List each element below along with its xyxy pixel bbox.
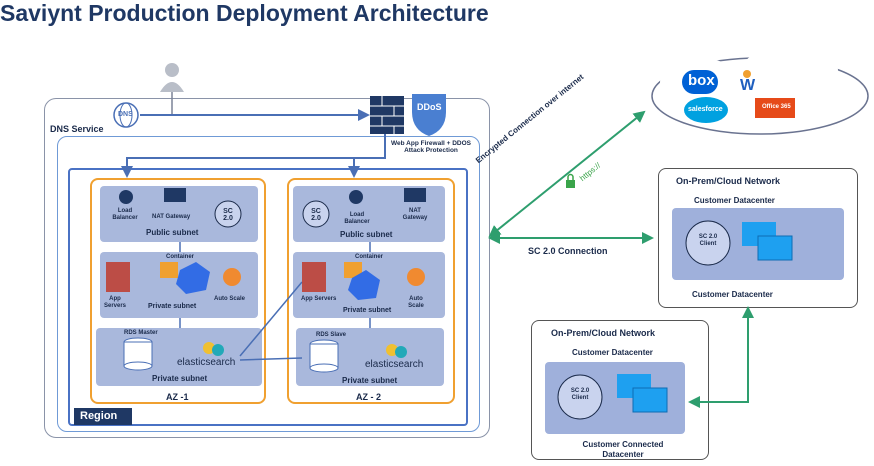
region-label-bg (74, 408, 132, 425)
salesforce-logo-icon (684, 97, 728, 123)
az2-box (287, 178, 455, 404)
az2-auto-scale-icon (407, 268, 425, 286)
az1-container-label: Container (166, 254, 195, 260)
az1-sc-icon (214, 200, 242, 228)
user-icon (165, 63, 179, 77)
az1-elasticsearch-label: elasticsearch (177, 357, 236, 368)
az2-load-balancer-label: Load Balancer (344, 212, 370, 225)
az1-private-subnet-2-label: Private subnet (152, 374, 208, 383)
az2-nat-gateway-label: NAT Gateway (402, 208, 428, 221)
az2-elasticsearch-icon (386, 344, 398, 356)
az1-nat-gateway-label: NAT Gateway (152, 214, 191, 220)
salesforce-logo-label: salesforce (688, 106, 723, 113)
az2-private-subnet-1-label: Private subnet (343, 307, 392, 314)
az1-label: AZ -1 (166, 392, 189, 402)
az2-container-label: Container (355, 254, 384, 260)
vpc-box (57, 136, 480, 432)
az2-nat-gateway-icon (404, 188, 426, 202)
box-logo-label: box (688, 72, 715, 89)
az1-auto-scale-label: Auto Scale (214, 296, 246, 302)
az1-app-servers-icon (106, 262, 130, 292)
az2-app-servers-label: App Servers (301, 296, 337, 302)
az1-box (90, 178, 266, 404)
az1-sc-label: SC 2.0 (223, 208, 233, 222)
az1-public-subnet-label: Public subnet (146, 228, 199, 237)
waf-label: Web App Firewall + DDOS Attack Protectio… (391, 140, 471, 154)
office365-logo-label: Office 365 (762, 104, 791, 110)
onprem1-client-label: SC 2.0 Client (698, 234, 718, 247)
az2-elasticsearch-label: elasticsearch (365, 359, 424, 370)
az2-auto-scale-label: Auto Scale (408, 296, 424, 309)
onprem1-title: On-Prem/Cloud Network (676, 176, 781, 186)
page-title: Saviynt Production Deployment Architectu… (0, 0, 489, 26)
onprem1-dc-top: Customer Datacenter (694, 196, 775, 205)
sc-connection-label: SC 2.0 Connection (528, 246, 608, 256)
az1-app-servers-label: App Servers (103, 296, 127, 309)
dns-icon-label: DNS (118, 111, 133, 118)
onprem2-title: On-Prem/Cloud Network (551, 328, 656, 338)
az1-rds-label: RDS Master (124, 330, 158, 336)
lock-icon (566, 180, 575, 188)
az1-nat-gateway-icon (164, 188, 186, 202)
az2-kubernetes-icon (348, 270, 380, 300)
office365-logo-icon (755, 98, 795, 118)
firewall-icon (370, 96, 404, 134)
dns-service-box (44, 98, 490, 438)
az1-load-balancer-label: Load Balancer (112, 208, 138, 221)
az2-sc-icon (302, 200, 330, 228)
az2-private-subnet-2-label: Private subnet (342, 376, 398, 385)
az1-auto-scale-icon (223, 268, 241, 286)
dns-service-label: DNS Service (50, 124, 104, 134)
onprem1-dc-bottom: Customer Datacenter (692, 290, 773, 299)
onprem2-dc-top: Customer Datacenter (572, 348, 653, 357)
region-box (68, 168, 468, 426)
az2-container-icon (344, 262, 362, 278)
az2-rds-label: RDS Slave (316, 332, 347, 338)
box-logo-icon (682, 70, 718, 94)
ddos-shield-icon (412, 94, 446, 136)
az2-public-subnet-label: Public subnet (340, 230, 393, 239)
workday-logo-label: W (740, 77, 756, 94)
onprem1-box (658, 168, 858, 308)
az1-private-subnet-1-label: Private subnet (148, 303, 197, 310)
workday-logo-icon (743, 70, 751, 78)
az1-load-balancer-icon (119, 190, 133, 204)
ddos-label: DDoS (417, 102, 442, 112)
region-label: Region (80, 410, 118, 422)
onprem2-client-label: SC 2.0 Client (570, 388, 590, 401)
az1-container-icon (160, 262, 178, 278)
az2-label: AZ - 2 (356, 392, 382, 402)
az2-app-servers-icon (302, 262, 326, 292)
az1-kubernetes-icon (176, 262, 210, 294)
saas-cloud-icon (651, 46, 869, 135)
az2-load-balancer-icon (349, 190, 363, 204)
onprem2-dc-bottom: Customer Connected Datacenter (582, 440, 664, 459)
az1-elasticsearch-icon (203, 342, 215, 354)
az2-sc-label: SC 2.0 (311, 208, 321, 222)
